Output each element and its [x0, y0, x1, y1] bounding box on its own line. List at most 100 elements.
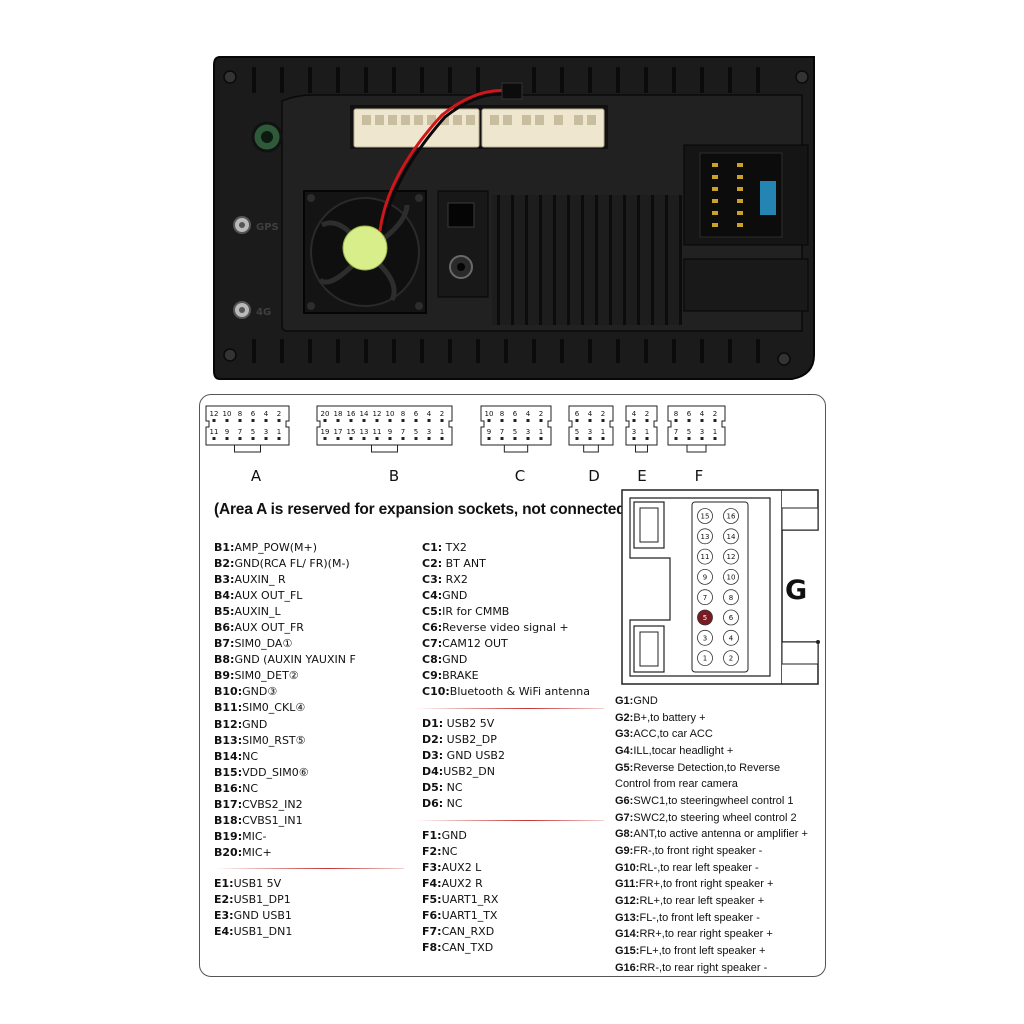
- connector-b-pin-label: 13: [360, 428, 369, 436]
- pin-function: UART1_TX: [441, 909, 498, 923]
- connector-g-pin-label: 8: [729, 594, 733, 602]
- pin-function: AUX2 L: [441, 861, 482, 875]
- pin-dot: [251, 437, 255, 440]
- connector-g-pin: [697, 548, 713, 565]
- connector-b-pin-label: 11: [373, 428, 382, 436]
- pin-code: D2:: [422, 733, 444, 747]
- pin-code: G5:: [615, 761, 634, 774]
- pin-function: GND(RCA FL/ FR)(M-): [234, 557, 350, 571]
- pin-dot: [539, 437, 543, 440]
- pin-dot: [526, 437, 530, 440]
- connector-g-pin-label: 9: [703, 574, 707, 582]
- pin-dot: [277, 437, 281, 440]
- pin-description: D2: USB2_DP: [422, 732, 505, 748]
- connector-d-pin-label: 2: [601, 410, 605, 418]
- pin-dot: [645, 437, 649, 440]
- pin-dot: [323, 437, 327, 440]
- pin-code: B18:: [214, 813, 243, 827]
- connector-f-pin-label: 6: [687, 410, 692, 418]
- pin-description: F8:CAN_TXD: [422, 940, 498, 956]
- pin-function: NC: [443, 797, 463, 811]
- connector-c-pin-label: 10: [485, 410, 494, 418]
- connector-b-pin-label: 7: [401, 428, 405, 436]
- pin-dot: [427, 437, 431, 440]
- connector-d-letter: D: [588, 467, 600, 485]
- pin-description: G2:B+,to battery +: [615, 710, 808, 727]
- pin-function: AUX OUT_FR: [234, 621, 304, 635]
- pin-dot: [713, 419, 717, 422]
- connector-c-pin-label: 9: [487, 428, 491, 436]
- pin-function: IR for CMMB: [442, 605, 510, 619]
- 4g-label: 4G: [256, 307, 271, 318]
- pin-code: B20:: [214, 845, 243, 859]
- connector-g-pin-label: 6: [729, 614, 734, 622]
- connector-a-pin-label: 8: [238, 410, 242, 418]
- pin-description: C6:Reverse video signal +: [422, 620, 590, 636]
- pin-function: GND: [441, 829, 467, 842]
- pin-code: G13:: [615, 911, 640, 924]
- pin-dot: [375, 437, 379, 440]
- pin-code: C6:: [422, 621, 443, 635]
- connector-g-pin-label: 11: [701, 553, 710, 561]
- pin-dot: [238, 437, 242, 440]
- pin-dot: [225, 419, 229, 422]
- pin-code: E1:: [214, 877, 234, 890]
- pin-description: F4:AUX2 R: [422, 876, 498, 892]
- connector-b-pin-label: 14: [360, 410, 369, 418]
- pin-code: G15:: [615, 944, 640, 957]
- pin-description: C4:GND: [422, 588, 590, 604]
- connector-f-pin-label: 7: [674, 428, 678, 436]
- connector-a-pin-label: 12: [210, 410, 219, 418]
- pin-function: GND: [633, 695, 658, 707]
- pin-code: B13:: [214, 733, 243, 747]
- pin-function: ILL,tocar headlight +: [633, 744, 734, 757]
- pin-description: B16:NC: [214, 781, 356, 797]
- pin-dot: [440, 419, 444, 422]
- pin-description: G6:SWC1,to steeringwheel control 1: [615, 793, 808, 810]
- pin-dot: [700, 437, 704, 440]
- pin-function: AMP_POW(M+): [234, 541, 318, 554]
- pin-function: Reverse video signal +: [442, 621, 569, 635]
- gps-label: GPS: [256, 222, 279, 233]
- pin-dot: [674, 419, 678, 422]
- connector-g-pin: [723, 508, 739, 524]
- pin-code: G8:: [615, 828, 634, 841]
- head-unit-illustration: GPS 4G: [213, 56, 815, 380]
- pin-function: BT ANT: [442, 557, 486, 571]
- pin-function: BRAKE: [442, 669, 479, 683]
- pin-dot: [264, 419, 268, 422]
- pin-description: B19:MIC-: [214, 829, 356, 845]
- connector-f-letter: F: [694, 467, 704, 485]
- pin-code: F1:: [422, 829, 442, 842]
- pin-code: C1:: [422, 541, 443, 554]
- pin-dot: [349, 419, 353, 422]
- pin-dot: [414, 419, 418, 422]
- connector-g-pin-label: 2: [729, 655, 733, 663]
- connector-g-pin-label: 13: [701, 533, 710, 541]
- pin-function: TX2: [442, 541, 467, 554]
- connector-d-pin-label: 1: [601, 428, 605, 436]
- pin-code: B5:: [214, 605, 235, 619]
- pin-dot: [212, 437, 216, 440]
- connector-g-pin-label: 15: [701, 513, 710, 521]
- connector-b-pin-label: 8: [401, 410, 405, 418]
- pin-description: D4:USB2_DN: [422, 764, 505, 780]
- pin-function: B+,to battery +: [633, 711, 706, 724]
- pin-description: E2:USB1_DP1: [214, 892, 292, 908]
- connector-a-pin-label: 10: [223, 410, 232, 418]
- connector-g-pin: [723, 569, 739, 585]
- pin-function: SWC2,to steering wheel control 2: [633, 811, 797, 824]
- connector-c-letter: C: [514, 467, 526, 485]
- pin-description: G1:GND: [615, 693, 808, 710]
- pin-function: SIM0_DET②: [234, 669, 299, 683]
- connector-c-pin-label: 4: [526, 410, 531, 418]
- pin-function: FL-,to front left speaker -: [639, 911, 760, 924]
- pin-description: C1: TX2: [422, 540, 590, 556]
- pin-function: FR-,to front right speaker -: [633, 844, 763, 857]
- pin-function: RR+,to rear right speaker +: [639, 928, 773, 941]
- pin-dot: [601, 437, 605, 440]
